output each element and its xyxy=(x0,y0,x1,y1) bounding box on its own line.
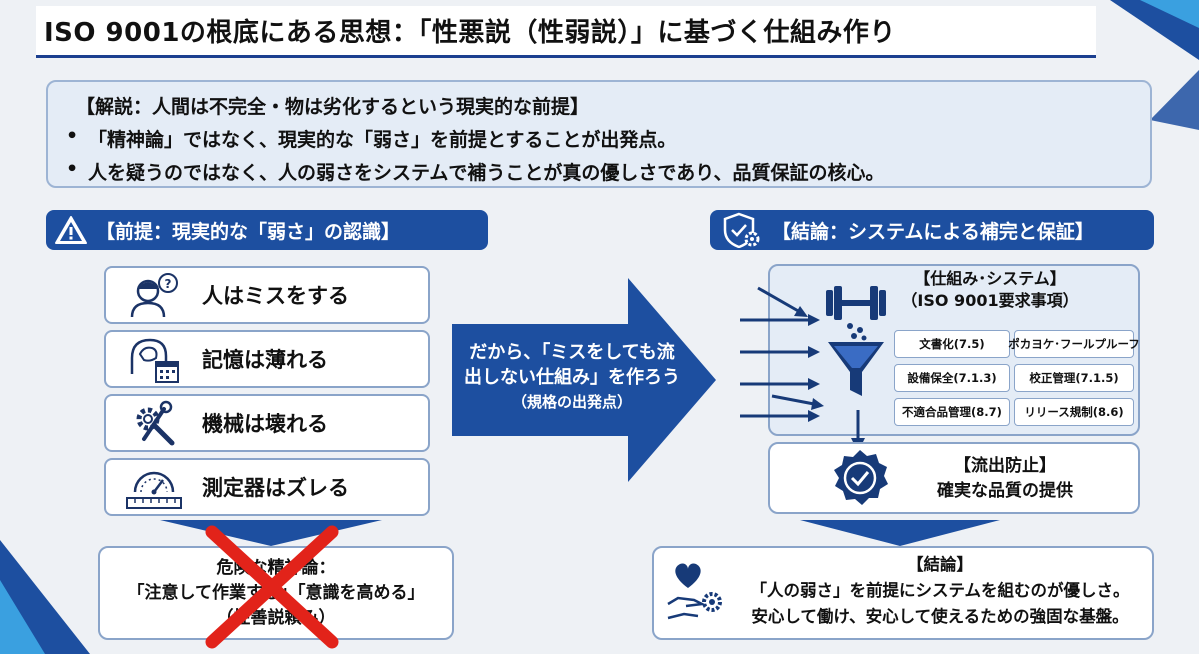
system-tag: 文書化(7.5) xyxy=(894,330,1010,358)
title-bar: ISO 9001の根底にある思想：「性悪説（性弱説）」に基づく仕組み作り xyxy=(36,6,1096,58)
premise-card: 測定器はズレる xyxy=(104,458,430,516)
big-right-arrow xyxy=(452,278,716,482)
gear-wrench-icon xyxy=(106,399,202,447)
arrow-subtext: （規格の出発点） xyxy=(511,393,632,411)
premise-card-label: 測定器はズレる xyxy=(202,476,349,500)
arrow-text: だから、「ミスをしても流 出しない仕組み」を作ろう （規格の出発点） xyxy=(452,340,692,415)
conclusion-line: 安心して働け、安心して使えるための強固な基盤。 xyxy=(751,607,1129,626)
system-subtitle: （ISO 9001要求事項） xyxy=(901,291,1079,310)
explanation-heading: 【解説：人間は不完全・物は劣化するという現実的な前提】 xyxy=(76,96,590,118)
premise-card: 機械は壊れる xyxy=(104,394,430,452)
conclusion-line: 「人の弱さ」を前提にシステムを組むのが優しさ。 xyxy=(750,581,1130,600)
premise-card: 記憶は薄れる xyxy=(104,330,430,388)
check-badge-icon xyxy=(834,450,888,505)
arrow-line: だから、「ミスをしても流 xyxy=(469,342,675,363)
premise-header-label: 【前提：現実的な「弱さ」の認識】 xyxy=(96,220,401,243)
conclusion-title: 【結論】 xyxy=(907,555,973,574)
svg-text:?: ? xyxy=(165,277,172,291)
premise-card-label: 機械は壊れる xyxy=(202,412,328,436)
explanation-bullet: • 「精神論」ではなく、現実的な「弱さ」を前提とすることが出発点。 xyxy=(62,125,1136,152)
down-arrow-left xyxy=(160,520,382,546)
premise-header: 【前提：現実的な「弱さ」の認識】 xyxy=(46,210,488,250)
corner-decoration-bottom-left xyxy=(0,540,90,654)
page-title: ISO 9001の根底にある思想：「性悪説（性弱説）」に基づく仕組み作り xyxy=(44,18,896,48)
heart-hand-gear-icon xyxy=(667,563,722,620)
explanation-bullet: • 人を疑うのではなく、人の弱さをシステムで補うことが真の優しさであり、品質保証… xyxy=(62,158,1136,185)
bullet-mark: • xyxy=(66,158,79,180)
premise-card: ? 人はミスをする xyxy=(104,266,430,324)
conclusion-box xyxy=(652,546,1154,640)
brain-calendar-icon xyxy=(106,334,202,384)
premise-card-label: 人はミスをする xyxy=(202,284,349,308)
conclusion-section-header-label: 【結論：システムによる補完と保証】 xyxy=(772,220,1094,243)
incoming-arrows xyxy=(740,286,824,422)
bullet-mark: • xyxy=(66,125,79,147)
down-arrow-right xyxy=(800,520,1000,546)
outflow-label: 確実な品質の提供 xyxy=(937,481,1073,501)
outflow-box xyxy=(768,442,1140,514)
system-tag: ポカヨケ･フールプルーフ xyxy=(1008,330,1140,358)
warning-triangle-icon xyxy=(46,215,96,245)
outflow-text: 【流出防止】 確実な品質の提供 xyxy=(910,454,1100,504)
system-tag: リリース規制(8.6) xyxy=(1014,398,1134,426)
shield-gear-icon xyxy=(710,212,772,248)
explanation-bullet-text: 「精神論」ではなく、現実的な「弱さ」を前提とすることが出発点。 xyxy=(88,129,677,151)
system-tag: 校正管理(7.1.5) xyxy=(1014,364,1134,392)
system-tag: 不適合品管理(8.7) xyxy=(894,398,1010,426)
explanation-bullet-text: 人を疑うのではなく、人の弱さをシステムで補うことが真の優しさであり、品質保証の核… xyxy=(88,162,885,184)
premise-card-label: 記憶は薄れる xyxy=(202,348,328,372)
confused-person-icon: ? xyxy=(106,271,202,319)
arrow-line: 出しない仕組み」を作ろう xyxy=(464,367,680,388)
red-cross-icon xyxy=(205,525,339,649)
funnel-icon xyxy=(826,286,886,396)
explanation-box: 【解説：人間は不完全・物は劣化するという現実的な前提】 • 「精神論」ではなく、… xyxy=(46,80,1152,188)
system-title: 【仕組み･システム】 （ISO 9001要求事項） xyxy=(900,268,1080,312)
outflow-title: 【流出防止】 xyxy=(954,456,1056,476)
corner-decoration-top-right xyxy=(1110,0,1199,130)
conclusion-section-header: 【結論：システムによる補完と保証】 xyxy=(710,210,1154,250)
conclusion-text: 【結論】 「人の弱さ」を前提にシステムを組むのが優しさ。 安心して働け、安心して… xyxy=(730,552,1150,630)
gauge-ruler-icon xyxy=(106,464,202,510)
system-title-line: 【仕組み･システム】 xyxy=(914,269,1066,288)
system-tag: 設備保全(7.1.3) xyxy=(894,364,1010,392)
